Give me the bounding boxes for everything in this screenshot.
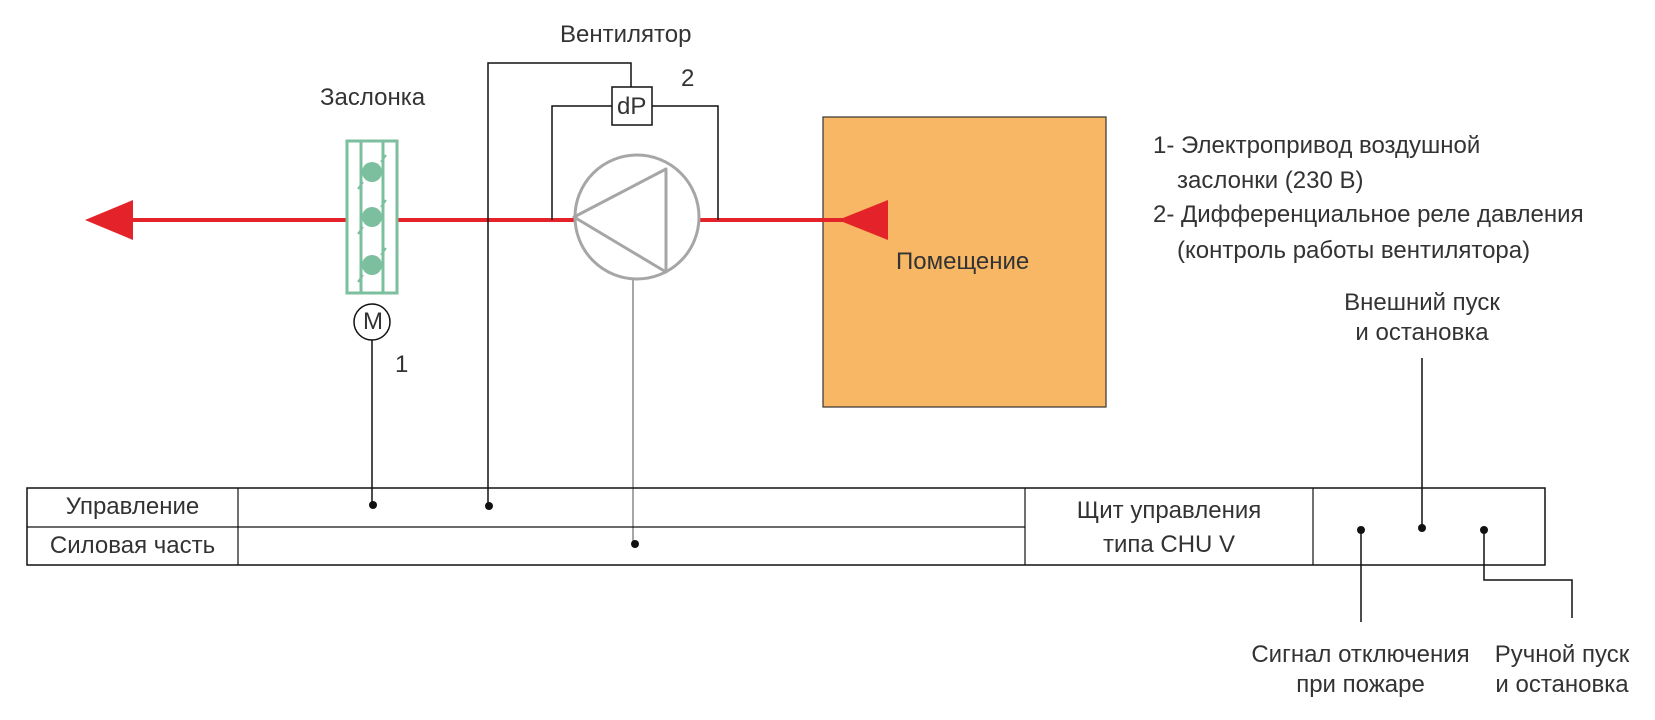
fire-signal-line-1: Сигнал отключения xyxy=(1251,641,1470,668)
damper-title: Заслонка xyxy=(320,84,426,111)
panel-title-line-2: типа CHU V xyxy=(1102,531,1236,558)
callout-number-2: 2 xyxy=(681,65,695,92)
fire-signal-line-2: при пожаре xyxy=(1296,671,1425,698)
airflow-inlet-arrow xyxy=(838,200,888,240)
damper-symbol xyxy=(345,139,399,295)
airflow-outlet-arrow xyxy=(85,200,133,240)
manual-signal-line-2: и остановка xyxy=(1495,671,1629,698)
panel-row-control: Управление xyxy=(65,493,200,520)
terminal-dot-damper xyxy=(369,501,377,509)
panel-title-line-1: Щит управления xyxy=(1076,497,1262,524)
terminal-dot-fan-power xyxy=(631,540,639,548)
external-signal-line-1: Внешний пуск xyxy=(1344,289,1500,316)
room-label: Помещение xyxy=(896,248,1030,275)
fan-symbol xyxy=(572,153,701,281)
room-box xyxy=(822,116,1107,408)
dp-label: dP xyxy=(617,93,647,120)
external-signal-line-2: и остановка xyxy=(1355,319,1489,346)
dp-bypass-line xyxy=(551,105,612,220)
legend-item-2-line-2: (контроль работы вентилятора) xyxy=(1177,237,1531,264)
motor-label: M xyxy=(363,308,383,335)
panel-row-power: Силовая часть xyxy=(49,532,216,559)
legend-item-1-line-2: заслонки (230 В) xyxy=(1177,167,1364,194)
dp-relay-box xyxy=(611,86,653,126)
dp-bypass-line-right xyxy=(652,105,719,220)
control-panel-table xyxy=(26,487,1546,566)
manual-signal-line-1: Ручной пуск xyxy=(1494,641,1630,668)
dp-signal-wire xyxy=(487,62,632,505)
terminal-dot-dp xyxy=(485,502,493,510)
legend-item-2-line-1: 2- Дифференциальное реле давления xyxy=(1153,201,1584,228)
manual-start-wire xyxy=(1483,530,1573,618)
callout-number-1: 1 xyxy=(395,351,409,378)
legend-item-1-line-1: 1- Электропривод воздушной xyxy=(1153,132,1481,159)
fan-title: Вентилятор xyxy=(560,21,692,48)
